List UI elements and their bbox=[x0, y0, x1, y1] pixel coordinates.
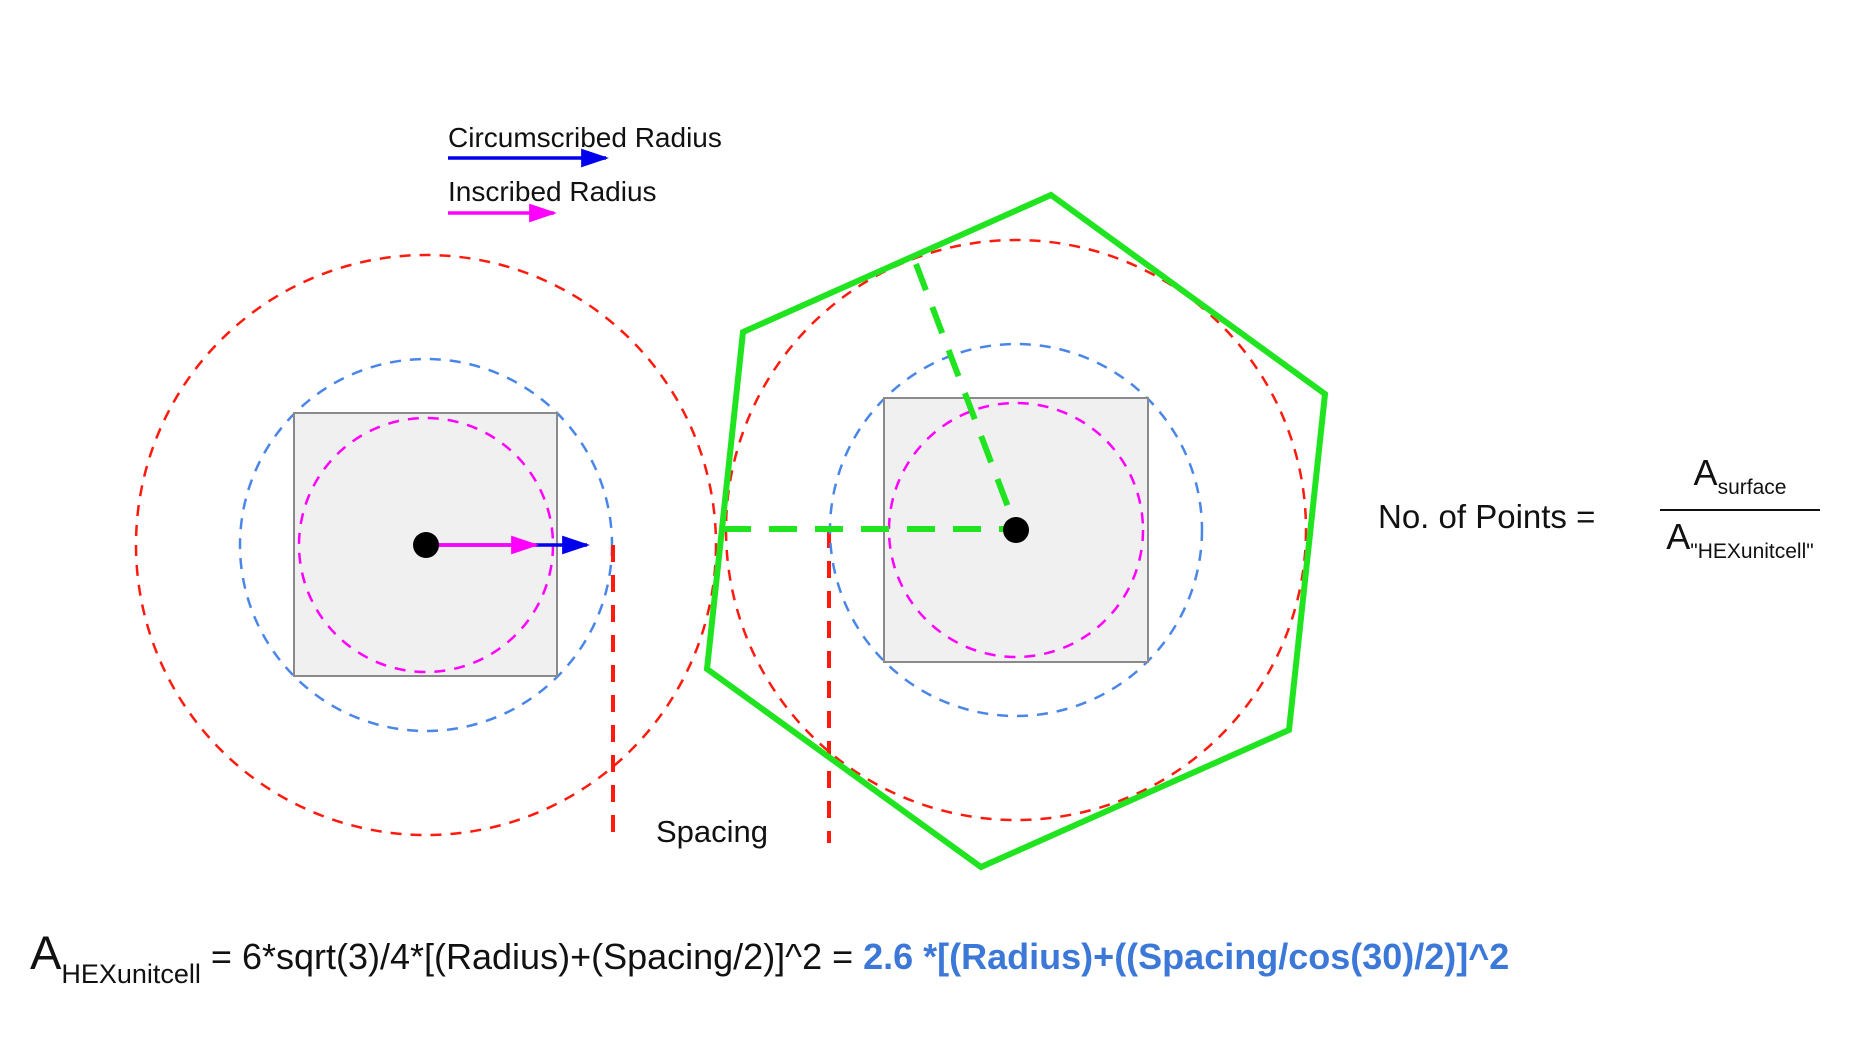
legend-inscribed-label: Inscribed Radius bbox=[448, 176, 657, 207]
denominator-subscript: "HEXunitcell" bbox=[1690, 540, 1814, 564]
hex-unit-cell bbox=[703, 191, 1329, 871]
fraction-bar bbox=[1660, 509, 1820, 512]
formula-base: A bbox=[30, 926, 62, 979]
fraction-numerator: Asurface bbox=[1660, 452, 1820, 500]
hex-apothem-dashed-line bbox=[913, 262, 1019, 530]
left-point-dot bbox=[413, 532, 439, 558]
formula-highlighted-expression: 2.6 *[(Radius)+((Spacing/cos(30)/2)]^2 bbox=[863, 936, 1510, 977]
formula-subscript: HEXunitcell bbox=[61, 959, 201, 989]
left-spacing-circle bbox=[134, 253, 718, 837]
legend-circumscribed-label: Circumscribed Radius bbox=[448, 122, 722, 153]
numerator-subscript: surface bbox=[1717, 476, 1787, 499]
fraction-denominator: A"HEXunitcell" bbox=[1660, 516, 1820, 564]
points-formula-lhs: No. of Points = bbox=[1378, 498, 1596, 535]
right-point-group bbox=[703, 191, 1329, 871]
hex-unitcell-formula: AHEXunitcell = 6*sqrt(3)/4*[(Radius)+(Sp… bbox=[30, 925, 1509, 990]
spacing-label: Spacing bbox=[656, 814, 769, 849]
points-formula-fraction: Asurface A"HEXunitcell" bbox=[1660, 452, 1820, 564]
left-point-group bbox=[134, 253, 718, 837]
right-point-dot bbox=[1003, 517, 1029, 543]
numerator-base: A bbox=[1693, 452, 1718, 493]
denominator-base: A bbox=[1666, 516, 1691, 558]
formula-expression: = 6*sqrt(3)/4*[(Radius)+(Spacing/2)]^2 = bbox=[200, 936, 864, 977]
right-inscribed-circle bbox=[887, 401, 1145, 659]
